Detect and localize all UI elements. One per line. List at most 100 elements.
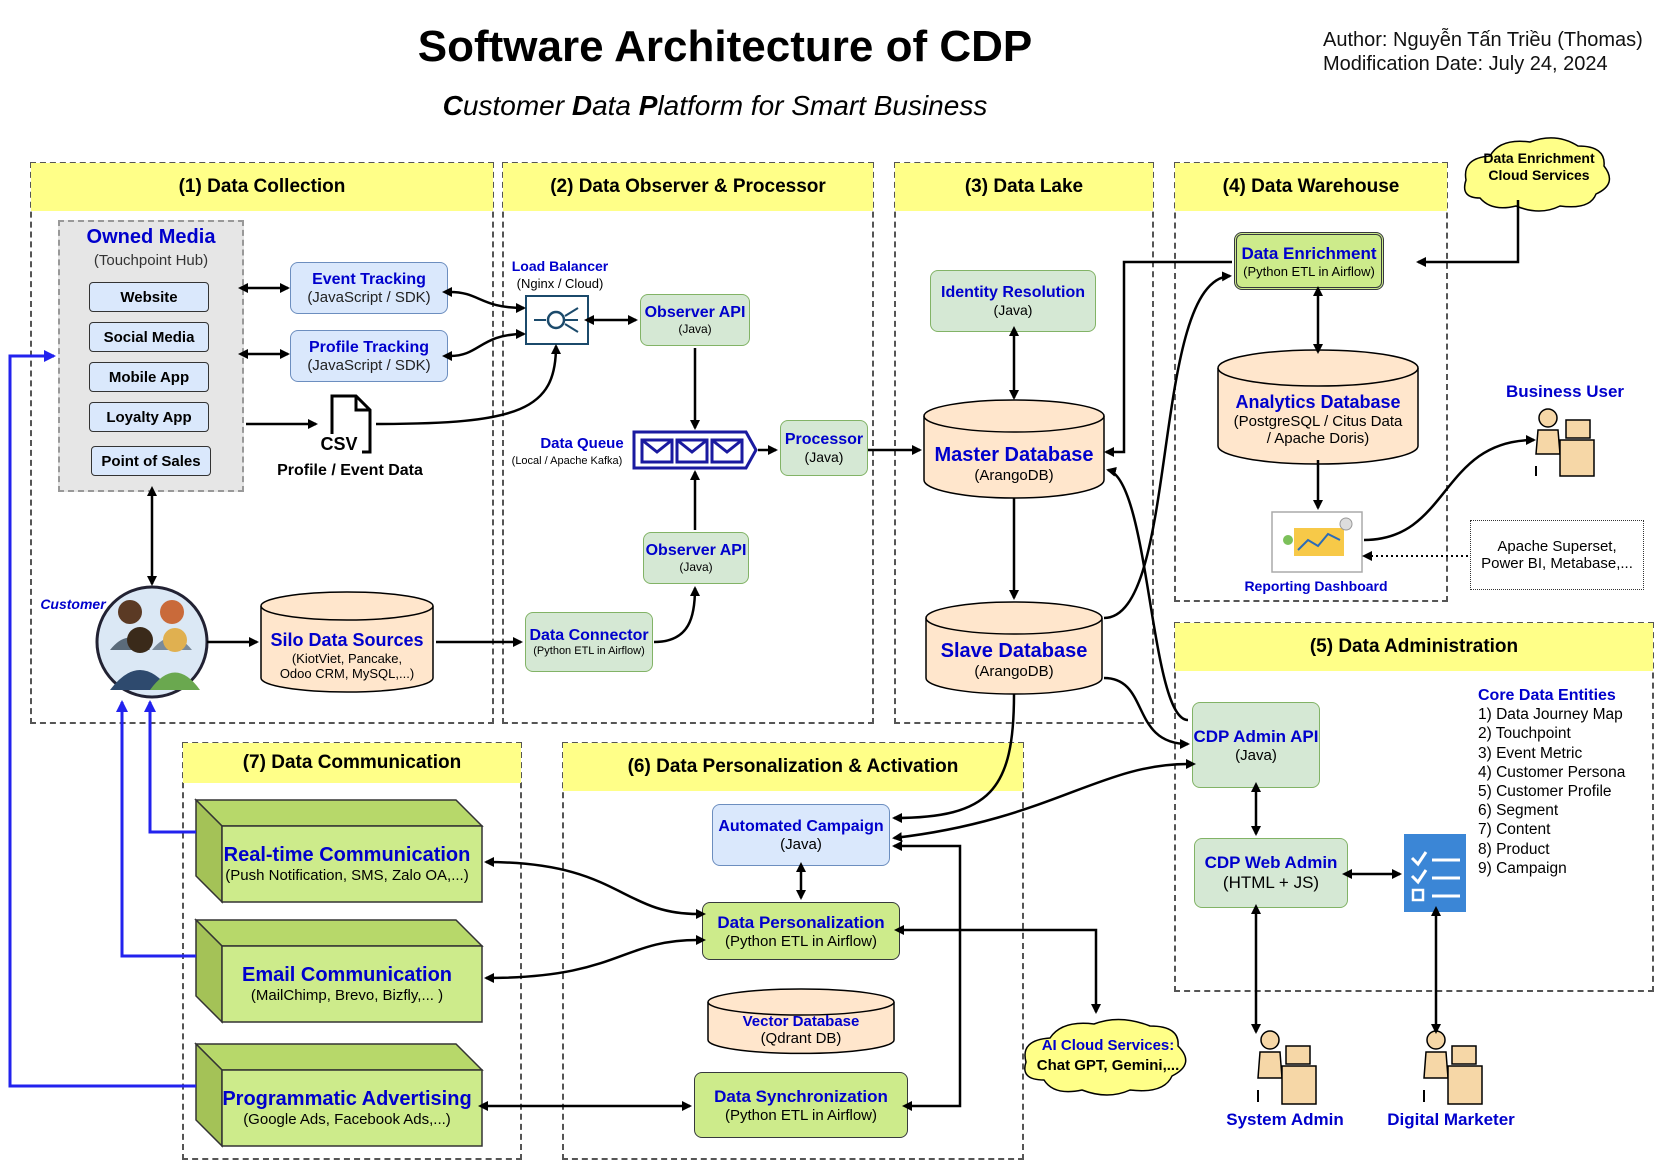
master-database-text: Master Database (ArangoDB) (924, 434, 1104, 494)
ai-cloud-line2: Chat GPT, Gemini,... (1036, 1057, 1180, 1074)
analytics-db-label: Analytics Database (1235, 391, 1401, 412)
data-personalization-label: Data Personalization (717, 912, 885, 932)
silo-label: Silo Data Sources (270, 629, 424, 650)
business-user-icon (1535, 408, 1595, 477)
ads-label: Programmatic Advertising (222, 1088, 472, 1110)
touchpoint-point-of-sales[interactable]: Point of Sales (91, 446, 211, 476)
realtime-communication-text[interactable]: Real-time Communication (Push Notificati… (212, 830, 482, 898)
bi-tools-line1: Apache Superset, (1497, 538, 1617, 555)
entity-item: 7) Content (1478, 821, 1551, 839)
csv-label: CSV (316, 434, 362, 455)
observer-api-sub: (Java) (678, 322, 712, 336)
enrichment-cloud-label: Data Enrichment Cloud Services (1483, 150, 1595, 183)
entity-item: 3) Event Metric (1478, 744, 1583, 762)
data-sync-sub: (Python ETL in Airflow) (725, 1106, 877, 1124)
core-data-entities-list: Core Data Entities 1) Data Journey Map 2… (1478, 686, 1648, 878)
analytics-db-sub2: / Apache Doris) (1266, 429, 1370, 447)
data-connector-sub: (Python ETL in Airflow) (533, 645, 645, 657)
modification-date: Modification Date: July 24, 2024 (1323, 53, 1608, 75)
profile-event-data-label: Profile / Event Data (277, 462, 423, 479)
processor-box[interactable]: Processor (Java) (780, 420, 868, 476)
author-info: Author: Nguyễn Tấn Triều (Thomas) Modifi… (1323, 28, 1643, 76)
diagram-subtitle: Customer Data Platform for Smart Busines… (442, 90, 988, 121)
processor-sub: (Java) (804, 449, 844, 465)
touchpoint-social-media[interactable]: Social Media (89, 322, 209, 352)
entity-item: 8) Product (1478, 840, 1550, 858)
owned-media-subtitle: (Touchpoint Hub) (93, 252, 209, 269)
customer-label: Customer (40, 596, 106, 612)
observer-api-2-box[interactable]: Observer API (Java) (643, 532, 749, 584)
data-personalization-sub: (Python ETL in Airflow) (725, 932, 877, 950)
section-header-data-warehouse: (4) Data Warehouse (1175, 163, 1447, 211)
bi-tools-note: Apache Superset, Power BI, Metabase,... (1470, 520, 1644, 590)
entity-item: 2) Touchpoint (1478, 725, 1571, 743)
observer-api-label: Observer API (644, 304, 746, 321)
touchpoint-loyalty-app[interactable]: Loyalty App (89, 402, 209, 432)
digital-marketer-icon (1423, 1030, 1483, 1105)
silo-sub1: (KiotViet, Pancake, (291, 650, 403, 666)
identity-resolution-box[interactable]: Identity Resolution (Java) (930, 270, 1096, 332)
realtime-sub: (Push Notification, SMS, Zalo OA,...) (225, 867, 469, 884)
data-queue-label: Data Queue (540, 435, 624, 452)
data-personalization-box[interactable]: Data Personalization (Python ETL in Airf… (702, 902, 900, 960)
profile-tracking-box[interactable]: Profile Tracking (JavaScript / SDK) (290, 330, 448, 382)
cdp-admin-api-box[interactable]: CDP Admin API (Java) (1192, 702, 1320, 788)
load-balancer-sub: (Nginx / Cloud) (516, 276, 604, 291)
bi-tools-line2: Power BI, Metabase,... (1481, 555, 1633, 572)
email-communication-text[interactable]: Email Communication (MailChimp, Brevo, B… (212, 950, 482, 1018)
cdp-web-admin-label: CDP Web Admin (1204, 853, 1338, 872)
reporting-dashboard-label: Reporting Dashboard (1244, 578, 1388, 594)
vector-db-label: Vector Database (742, 1013, 860, 1030)
slave-db-label: Slave Database (940, 640, 1088, 662)
section-header-data-observer: (2) Data Observer & Processor (503, 163, 873, 211)
data-connector-label: Data Connector (529, 627, 649, 644)
slave-db-sub: (ArangoDB) (974, 663, 1054, 680)
business-user-label: Business User (1505, 382, 1625, 401)
data-synchronization-box[interactable]: Data Synchronization (Python ETL in Airf… (694, 1072, 908, 1138)
programmatic-advertising-text[interactable]: Programmatic Advertising (Google Ads, Fa… (212, 1074, 482, 1142)
cdp-web-admin-sub: (HTML + JS) (1222, 873, 1320, 892)
vector-db-sub: (Qdrant DB) (760, 1030, 842, 1047)
entity-item: 4) Customer Persona (1478, 763, 1626, 781)
load-balancer-label: Load Balancer (511, 258, 609, 274)
ai-cloud-line1: AI Cloud Services: (1041, 1037, 1175, 1054)
master-db-label: Master Database (934, 444, 1094, 466)
entity-item: 5) Customer Profile (1478, 783, 1612, 801)
section-header-data-lake: (3) Data Lake (895, 163, 1153, 211)
digital-marketer-label: Digital Marketer (1387, 1110, 1515, 1129)
email-sub: (MailChimp, Brevo, Bizfly,... ) (250, 987, 444, 1004)
automated-campaign-box[interactable]: Automated Campaign (Java) (712, 804, 890, 866)
data-connector-box[interactable]: Data Connector (Python ETL in Airflow) (525, 612, 653, 672)
automated-campaign-label: Automated Campaign (718, 817, 884, 835)
cdp-admin-api-sub: (Java) (1235, 746, 1277, 764)
identity-resolution-sub: (Java) (993, 302, 1033, 318)
author-name: Author: Nguyễn Tấn Triều (Thomas) (1323, 29, 1643, 51)
cdp-admin-api-label: CDP Admin API (1193, 726, 1319, 746)
system-admin-icon (1257, 1030, 1317, 1105)
section-header-data-personalization: (6) Data Personalization & Activation (563, 743, 1023, 791)
observer-api-box[interactable]: Observer API (Java) (640, 294, 750, 346)
profile-tracking-sub: (JavaScript / SDK) (307, 356, 431, 374)
owned-media-title: Owned Media (86, 226, 216, 248)
section-header-data-administration: (5) Data Administration (1175, 623, 1653, 671)
master-db-sub: (ArangoDB) (974, 467, 1054, 484)
realtime-label: Real-time Communication (223, 844, 471, 866)
cdp-web-admin-box[interactable]: CDP Web Admin (HTML + JS) (1194, 838, 1348, 908)
data-sync-label: Data Synchronization (714, 1086, 888, 1106)
section-header-data-collection: (1) Data Collection (31, 163, 493, 211)
data-enrichment-box[interactable]: Data Enrichment (Python ETL in Airflow) (1234, 232, 1384, 290)
processor-label: Processor (784, 431, 864, 448)
entity-item: 6) Segment (1478, 802, 1559, 820)
data-enrichment-label: Data Enrichment (1241, 243, 1377, 263)
touchpoint-website[interactable]: Website (89, 282, 209, 312)
event-tracking-label: Event Tracking (312, 270, 426, 288)
section-header-data-communication: (7) Data Communication (183, 743, 521, 783)
data-enrichment-sub: (Python ETL in Airflow) (1243, 263, 1375, 279)
silo-sub2: Odoo CRM, MySQL,...) (279, 665, 415, 681)
touchpoint-mobile-app[interactable]: Mobile App (89, 362, 209, 392)
silo-data-sources-text: Silo Data Sources (KiotViet, Pancake, Od… (261, 620, 433, 690)
event-tracking-box[interactable]: Event Tracking (JavaScript / SDK) (290, 262, 448, 314)
analytics-db-sub1: (PostgreSQL / Citus Data (1233, 412, 1403, 430)
email-label: Email Communication (241, 964, 453, 986)
analytics-database-text: Analytics Database (PostgreSQL / Citus D… (1218, 386, 1418, 452)
